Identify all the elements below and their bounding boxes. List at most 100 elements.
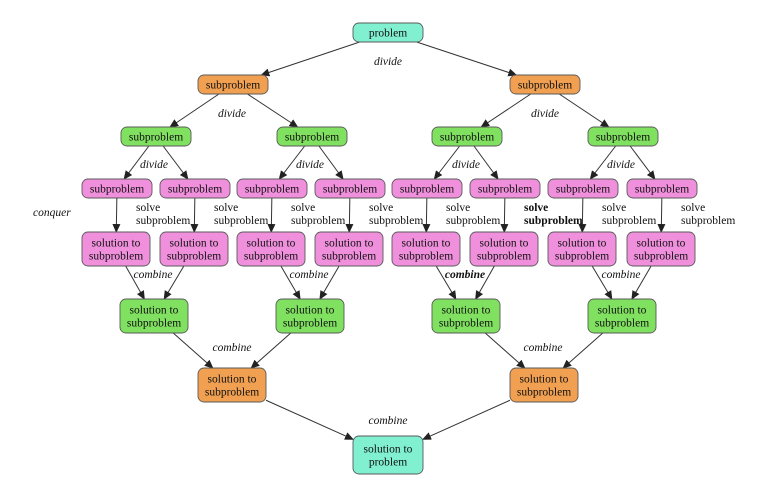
node-p1: subproblem	[81, 178, 153, 199]
label-solve-5: solve	[446, 202, 470, 214]
node-RL: subproblem	[431, 126, 503, 147]
arrow-R-to-RR	[558, 93, 610, 128]
node-box	[391, 231, 461, 267]
node-box	[587, 298, 657, 334]
arrow-R-to-RL	[480, 93, 532, 128]
node-p7: subproblem	[547, 178, 619, 199]
node-label: solution to	[170, 238, 219, 250]
label-solve-1: subproblem	[136, 215, 190, 227]
node-box	[587, 126, 659, 147]
node-box	[431, 298, 501, 334]
node-label: solution to	[325, 238, 374, 250]
node-label: subproblem	[167, 251, 221, 263]
arrow-g3-to-o2	[484, 332, 526, 369]
node-box	[119, 298, 189, 334]
node-LR: subproblem	[276, 126, 348, 147]
label-combine-g2: combine	[290, 269, 329, 281]
node-RR: subproblem	[587, 126, 659, 147]
arrow-s5-to-g3	[435, 265, 457, 300]
node-box	[276, 126, 348, 147]
node-box	[81, 231, 151, 267]
node-label: subproblem	[285, 132, 339, 144]
label-solve-6: subproblem	[524, 215, 583, 227]
label-solve-8: solve	[681, 202, 705, 214]
arrow-RR-to-p8	[629, 145, 656, 180]
node-box	[352, 435, 424, 475]
node-box	[236, 231, 306, 267]
arrow-RL-to-p5	[433, 145, 461, 180]
node-label: solution to	[442, 305, 491, 317]
arrow-p3-to-s3	[267, 197, 276, 233]
arrow-p8-to-s8	[657, 197, 666, 233]
node-label: subproblem	[478, 184, 532, 196]
node-label: subproblem	[595, 318, 649, 330]
arrow-o2-to-final	[422, 399, 511, 440]
node-p4: subproblem	[314, 178, 386, 199]
node-root: problem	[352, 22, 424, 43]
node-label: subproblem	[244, 251, 298, 263]
node-label: subproblem	[556, 184, 610, 196]
label-combine-final: combine	[369, 415, 408, 427]
node-label: subproblem	[440, 132, 494, 144]
arrow-o1-to-final	[265, 399, 354, 440]
node-box	[120, 126, 192, 147]
arrow-g2-to-o1	[250, 332, 292, 369]
node-label: subproblem	[89, 251, 143, 263]
arrow-p4-to-s4	[345, 197, 354, 233]
node-label: subproblem	[245, 184, 299, 196]
node-p6: subproblem	[469, 178, 541, 199]
node-box	[391, 178, 463, 199]
node-box	[275, 298, 345, 334]
arrow-root-to-R	[416, 41, 518, 77]
label-solve-3: solve	[291, 202, 315, 214]
label-combine-g3: combine	[445, 269, 485, 281]
label-solve-4: solve	[369, 202, 393, 214]
label-divide-RR: divide	[607, 159, 635, 171]
node-box	[159, 231, 229, 267]
arrow-LL-to-p2	[162, 145, 189, 180]
node-label: solution to	[364, 444, 413, 456]
label-combine-g1: combine	[134, 269, 173, 281]
node-box	[547, 178, 619, 199]
node-box	[626, 231, 696, 267]
arrow-LR-to-p4	[318, 145, 344, 180]
node-box	[469, 178, 541, 199]
node-label: solution to	[558, 238, 607, 250]
node-box	[509, 74, 581, 95]
node-box	[352, 22, 424, 43]
arrow-LR-to-p3	[278, 145, 306, 180]
label-solve-3: subproblem	[291, 215, 345, 227]
arrow-root-to-L	[260, 41, 360, 77]
arrow-p1-to-s1	[112, 197, 121, 233]
node-label: subproblem	[555, 251, 609, 263]
arrow-g4-to-o2	[562, 332, 604, 369]
node-label: problem	[369, 457, 407, 469]
node-box	[159, 178, 231, 199]
node-box	[431, 126, 503, 147]
node-label: subproblem	[518, 80, 572, 92]
node-label: subproblem	[283, 318, 337, 330]
node-label: subproblem	[168, 184, 222, 196]
label-divide-top: divide	[374, 56, 402, 68]
node-label: subproblem	[206, 80, 260, 92]
node-box	[469, 231, 539, 267]
node-box	[197, 367, 267, 403]
arrow-s6-to-g3	[475, 265, 495, 300]
node-label: subproblem	[477, 251, 531, 263]
label-solve-2: subproblem	[214, 215, 268, 227]
arrow-L-to-LL	[169, 93, 220, 128]
arrow-s1-to-g1	[125, 265, 145, 300]
label-solve-1: solve	[136, 202, 160, 214]
node-label: subproblem	[205, 387, 259, 399]
node-label: solution to	[247, 238, 296, 250]
node-p2: subproblem	[159, 178, 231, 199]
